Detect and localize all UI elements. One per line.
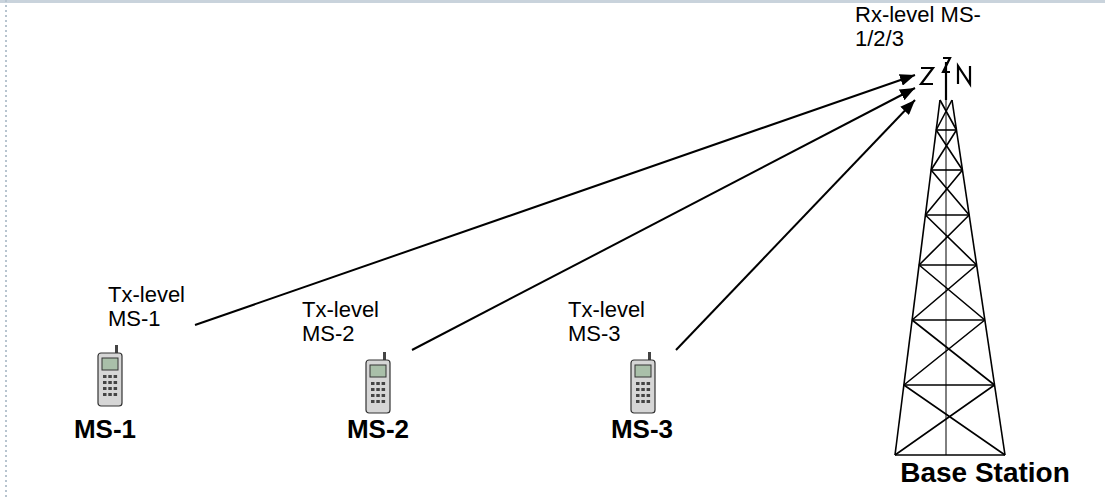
- base-station-name: Base Station: [900, 458, 1070, 489]
- mobile-station-node: Tx-level MS-2MS-2: [295, 295, 412, 446]
- station-name: MS-2: [347, 415, 409, 444]
- mobile-station-node: Tx-level MS-3MS-3: [560, 295, 676, 446]
- station-name: MS-1: [74, 415, 136, 444]
- mobile-phone: [631, 352, 655, 413]
- signal-arrow: [412, 88, 915, 350]
- tx-level-label: Tx-level MS-2: [302, 298, 387, 346]
- tx-level-label: Tx-level MS-3: [568, 298, 653, 346]
- signal-arrow: [676, 100, 915, 350]
- signal-arrow: [195, 75, 915, 325]
- tx-level-label: Tx-level MS-1: [108, 283, 193, 331]
- mobile-phone: [98, 345, 122, 406]
- station-name: MS-3: [611, 415, 673, 444]
- tower-lattice: [895, 100, 1005, 455]
- frame-left: [5, 0, 7, 499]
- rx-level-label: Rx-level MS-1/2/3: [855, 3, 985, 51]
- antenna: [921, 58, 970, 100]
- base-station-node: Rx-level MS-1/2/3Base Station: [915, 55, 1010, 455]
- mobile-phone: [366, 352, 390, 413]
- mobile-station-node: Tx-level MS-1MS-1: [60, 280, 195, 446]
